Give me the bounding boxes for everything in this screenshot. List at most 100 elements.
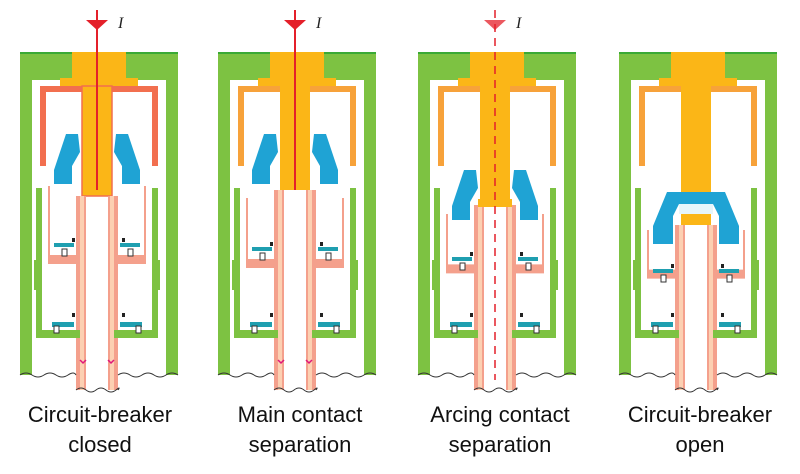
- nozzle-throat: [679, 204, 713, 214]
- fixed-flange: [60, 78, 138, 86]
- panel-arc-sep: I Arcing contact separation: [400, 0, 600, 474]
- schematic-group: I: [217, 10, 377, 393]
- breaker: I: [417, 10, 577, 393]
- valve-marker: [734, 325, 741, 334]
- nozzle-right: [114, 134, 140, 184]
- valve-marker: [61, 248, 68, 257]
- pin-marker: [320, 242, 323, 246]
- pin-marker: [520, 313, 523, 317]
- moving-tube-inner-right: [308, 190, 312, 390]
- current-label: I: [117, 15, 124, 32]
- piston-boss-left: [633, 260, 637, 290]
- pin-marker: [122, 313, 125, 317]
- panel-closed: I Circuit-breaker closed: [0, 0, 200, 474]
- caption-line-1: Circuit-breaker: [27, 402, 173, 427]
- break-line-left: [217, 372, 275, 378]
- valve-marker: [259, 252, 266, 261]
- pin-marker: [122, 238, 125, 242]
- valve-marker: [325, 252, 332, 261]
- piston-left: [434, 188, 478, 338]
- piston-seal-left: [52, 322, 74, 327]
- current-arrow-icon: [284, 20, 306, 30]
- caption-line-2: separation: [448, 432, 552, 457]
- moving-tube-inner-left: [679, 225, 683, 390]
- valve-marker: [459, 262, 466, 271]
- break-line-right: [315, 372, 377, 378]
- pin-marker: [721, 313, 724, 317]
- breaker: I: [19, 10, 179, 393]
- piston-right: [312, 188, 356, 338]
- caption-closed: Circuit-breaker closed: [0, 400, 200, 460]
- pin-marker: [270, 242, 273, 246]
- pin-marker: [520, 252, 523, 256]
- piston-boss-left: [232, 260, 236, 290]
- moving-tube-inner-left: [278, 190, 282, 390]
- nozzle: [653, 192, 739, 244]
- piston-boss-left: [34, 260, 38, 290]
- housing-left: [418, 52, 472, 375]
- piston-seal-right: [318, 322, 340, 327]
- moving-tube-inner-right: [110, 196, 114, 390]
- piston-right: [713, 188, 757, 338]
- caption-line-2: separation: [248, 432, 352, 457]
- valve-marker: [127, 248, 134, 257]
- piston-boss-right: [156, 260, 160, 290]
- current-return-marks: [277, 359, 313, 365]
- housing-left: [619, 52, 673, 375]
- caption-line-1: Main contact: [237, 402, 363, 427]
- piston-seal-right: [120, 322, 142, 327]
- pin-marker: [721, 264, 724, 268]
- break-line-right: [117, 372, 179, 378]
- break-line-tube: [273, 387, 318, 393]
- schematic-closed: I: [19, 10, 179, 393]
- piston-seal-left: [651, 322, 673, 327]
- break-line-left: [618, 372, 676, 378]
- fixed-top-block: [671, 52, 725, 80]
- break-line-tube: [473, 387, 518, 393]
- housing-left: [218, 52, 272, 375]
- caption-main-sep: Main contact separation: [200, 400, 400, 460]
- arcing-rod: [480, 86, 510, 205]
- schematic-arc-sep: I: [417, 10, 577, 393]
- break-line-left: [417, 372, 475, 378]
- current-label: I: [315, 15, 322, 32]
- arc-zone: [478, 199, 512, 207]
- pin-marker: [470, 252, 473, 256]
- break-line-right: [515, 372, 577, 378]
- caption-arc-sep: Arcing contact separation: [400, 400, 600, 460]
- piston-boss-left: [432, 260, 436, 290]
- valve-seal-right: [719, 269, 739, 273]
- valve-marker: [451, 325, 458, 334]
- break-line-tube: [75, 387, 120, 393]
- fixed-top-block: [72, 52, 126, 80]
- moving-tube-inner-right: [508, 205, 512, 390]
- piston-boss-right: [354, 260, 358, 290]
- moving-tube-inner-right: [709, 225, 713, 390]
- valve-marker: [660, 274, 667, 283]
- housing-left: [20, 52, 74, 375]
- moving-tube-inner-left: [80, 196, 84, 390]
- piston-right: [512, 188, 556, 338]
- valve-seal-left: [54, 243, 74, 247]
- nozzle-right: [512, 170, 538, 220]
- schematic-group: [618, 52, 778, 393]
- valve-marker: [251, 325, 258, 334]
- break-line-right: [716, 372, 778, 378]
- panel-main-sep: I Main contact separation: [200, 0, 400, 474]
- piston-left: [234, 188, 278, 338]
- pin-marker: [671, 264, 674, 268]
- fixed-flange: [458, 78, 536, 86]
- valve-seal-right: [120, 243, 140, 247]
- current-label: I: [515, 15, 522, 32]
- break-line-tube: [674, 387, 719, 393]
- pin-marker: [320, 313, 323, 317]
- caption-line-2: closed: [68, 432, 132, 457]
- valve-seal-right: [318, 247, 338, 251]
- piston-seal-right: [719, 322, 741, 327]
- valve-marker: [333, 325, 340, 334]
- caption-line-1: Arcing contact: [430, 402, 570, 427]
- fixed-flange: [258, 78, 336, 86]
- breaker: [618, 52, 778, 393]
